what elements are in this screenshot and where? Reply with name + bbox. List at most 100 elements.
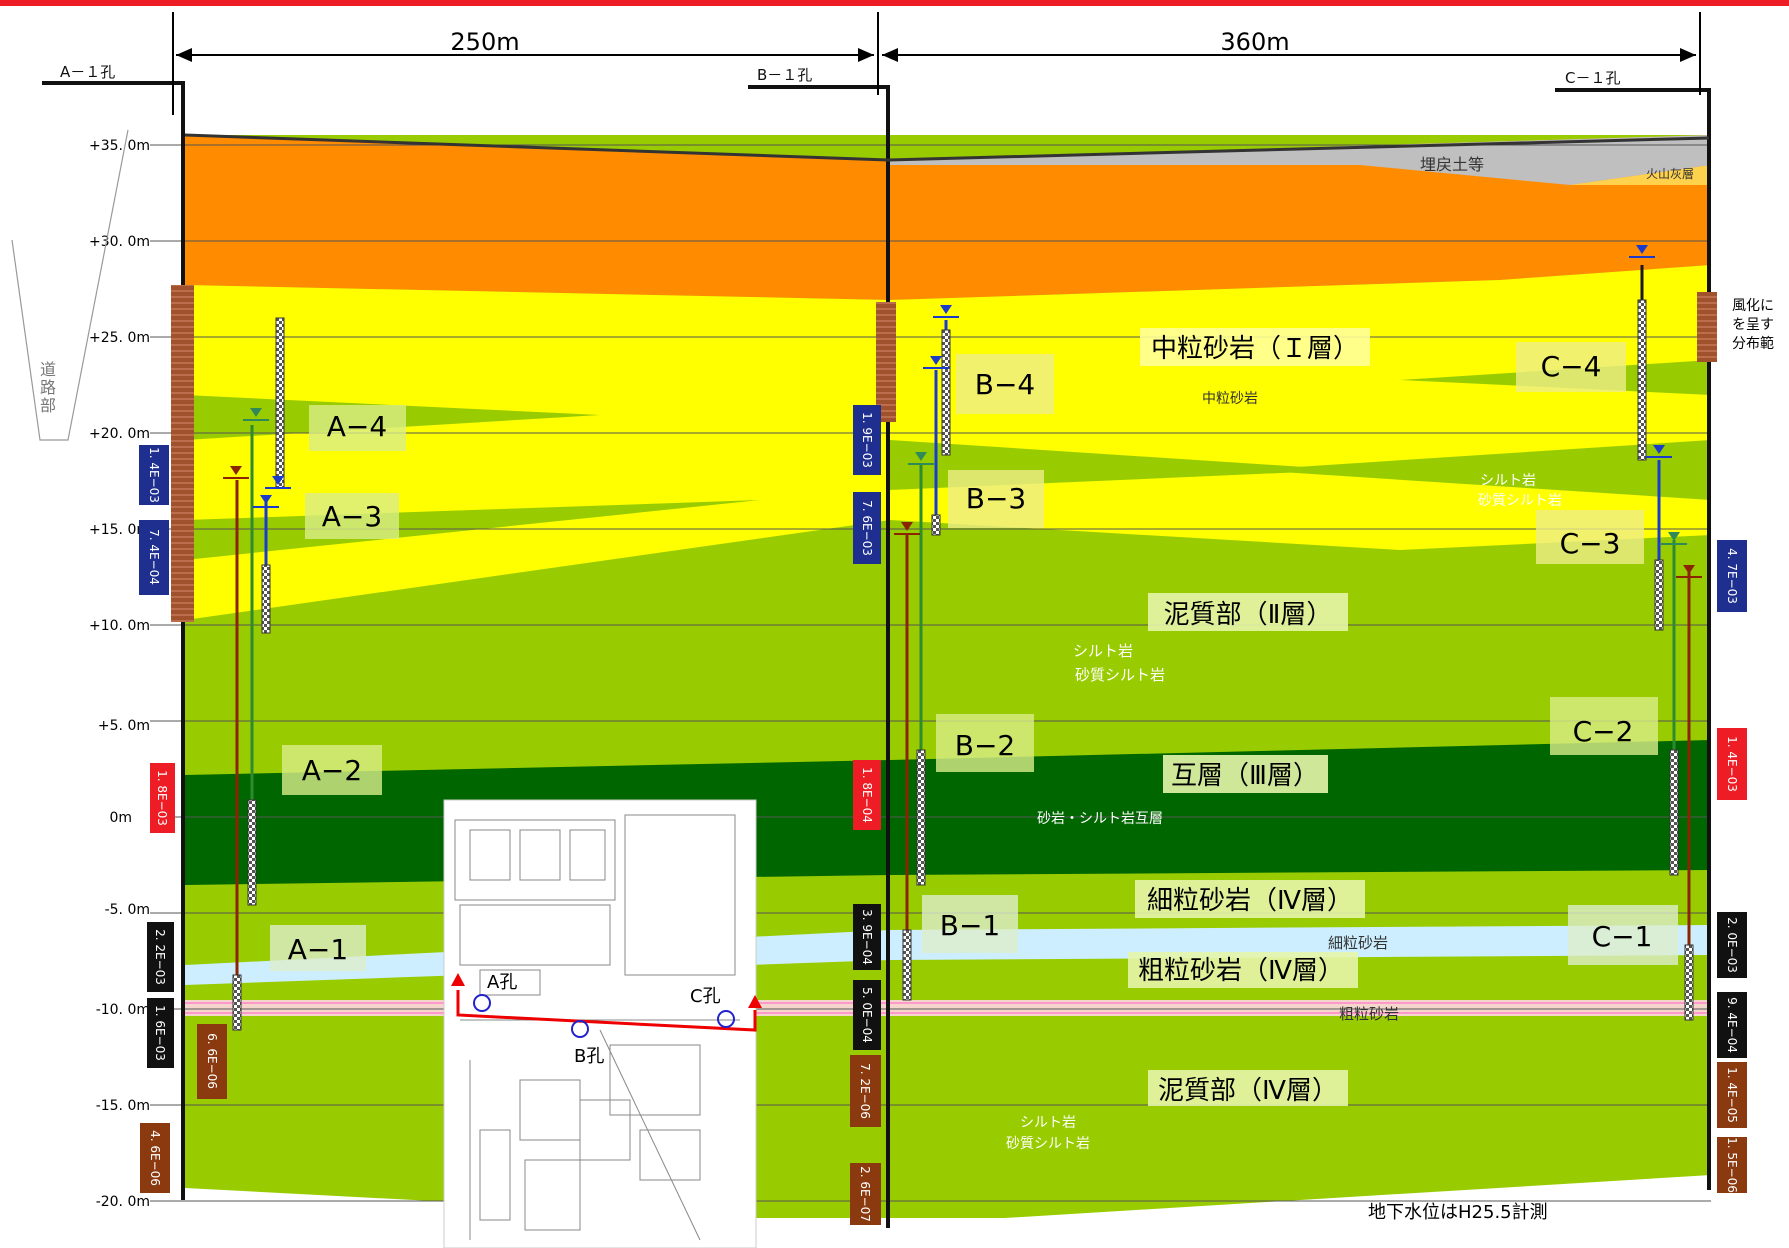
permeability-tag <box>139 520 169 595</box>
layer1-title: 中粒砂岩（Ｉ層） <box>1151 334 1359 364</box>
layer4c-sub-2: 砂質シルト岩 <box>1006 1136 1090 1152</box>
elevation-label: +10. 0m <box>89 618 150 634</box>
water-level-markers <box>223 245 1702 578</box>
top-surface-line <box>887 136 1710 162</box>
borehole-a-label: A－１孔 <box>60 63 115 81</box>
inset-buildings <box>454 814 740 1241</box>
layer2-sub-1: シルト岩 <box>1073 642 1133 660</box>
well-a1-screen <box>232 974 242 1031</box>
arrowhead <box>882 48 898 62</box>
permeability-tag <box>853 904 881 970</box>
strata <box>185 135 1711 1248</box>
borehole-b <box>748 85 890 1228</box>
weathering-bar-b <box>876 302 896 422</box>
permeability-tag <box>1717 728 1747 800</box>
well-label-box <box>1550 697 1658 755</box>
water-level-marker <box>1653 445 1665 454</box>
permeability-tag <box>850 1163 881 1225</box>
permeability-tag <box>1717 992 1747 1058</box>
well-label-b1: B−1 <box>940 909 1000 942</box>
well-label-b2: B−2 <box>955 729 1015 762</box>
permeability-value: 1. 4E−03 <box>147 447 161 503</box>
groundwater-note: 地下水位はH25.5計測 <box>1368 1202 1548 1223</box>
inset-hole-c-label: C孔 <box>690 986 721 1007</box>
well-label-box <box>282 745 382 795</box>
permeability-value: 9. 4E−04 <box>1725 997 1739 1053</box>
layer2-sub-2: 砂質シルト岩 <box>1075 666 1165 684</box>
well-b1-screen <box>902 929 912 1001</box>
volcanic-ash-label: 火山灰層 <box>1646 167 1694 181</box>
borehole-a <box>42 81 185 1200</box>
well-label-box <box>270 925 366 971</box>
permeability-value: 6. 6E−06 <box>205 1033 219 1089</box>
weathering-bar-a <box>171 285 194 622</box>
permeability-value: 7. 2E−06 <box>858 1063 872 1119</box>
well-label-c2: C−2 <box>1573 715 1634 748</box>
top-surface-line <box>184 133 889 162</box>
water-level-marker <box>940 305 952 314</box>
well-label-box <box>948 470 1044 528</box>
well-label-a3: A−3 <box>322 500 382 533</box>
inset-frame <box>443 799 757 1248</box>
layer1-sub: 中粒砂岩 <box>1202 391 1258 407</box>
water-level-marker <box>230 466 242 475</box>
permeability-value: 1. 8E−03 <box>155 770 169 826</box>
road-label-2: 路 <box>40 378 56 397</box>
permeability-value: 7. 6E−03 <box>860 500 874 556</box>
well-a4-screen <box>275 317 285 489</box>
inset-hole-b-label: B孔 <box>574 1046 604 1067</box>
well-c4-screen <box>1637 299 1647 461</box>
layer-title-box <box>1135 880 1365 918</box>
permeability-value: 1. 5E−06 <box>1725 1137 1739 1193</box>
permeability-tag <box>850 1055 881 1127</box>
elevation-label: +20. 0m <box>89 426 150 442</box>
arrowhead <box>1680 48 1696 62</box>
inset-map: A孔 B孔 C孔 <box>443 799 762 1248</box>
inset-hole-a-label: A孔 <box>487 972 517 993</box>
layer4b-sub: 粗粒砂岩 <box>1339 1005 1399 1023</box>
silt-note-1: シルト岩 <box>1480 473 1536 489</box>
permeability-value: 1. 9E−03 <box>860 412 874 468</box>
fill-layer <box>185 135 1711 300</box>
elevation-label: +5. 0m <box>98 718 150 734</box>
permeability-tag <box>139 445 169 505</box>
layer3-sub: 砂岩・シルト岩互層 <box>1037 811 1163 827</box>
gray-fill-layer <box>890 135 1711 185</box>
well-b4-screen <box>941 329 951 456</box>
permeability-tag <box>853 405 881 475</box>
water-level-marker <box>250 408 262 417</box>
well-labels: A−4 A−3 A−2 A−1 B−4 B−3 B−2 B−1 C−4 C−3 … <box>270 342 1678 971</box>
dimension-right-label: 360m <box>1220 28 1289 56</box>
borehole-lines <box>42 81 1711 1228</box>
weathering-note-2: を呈す <box>1732 317 1774 333</box>
well-b3-screen <box>931 514 941 536</box>
permeability-tag <box>147 922 174 992</box>
permeability-value: 3. 9E−04 <box>860 909 874 965</box>
permeability-tag <box>147 998 174 1068</box>
permeability-value: 4. 7E−03 <box>1725 548 1739 604</box>
layer4b-title: 粗粒砂岩（Ⅳ層） <box>1138 956 1344 986</box>
well-label-box <box>922 895 1018 953</box>
elevation-label: -15. 0m <box>96 1098 150 1114</box>
permeability-value: 1. 8E−04 <box>860 767 874 823</box>
permeability-value: 1. 6E−03 <box>153 1005 167 1061</box>
permeability-tag <box>150 763 175 833</box>
well-label-a1: A−1 <box>288 933 348 966</box>
road-label-1: 道 <box>40 360 56 379</box>
section-arrow <box>748 995 762 1008</box>
dimension-lines <box>172 12 1701 115</box>
well-c3-screen <box>1654 559 1664 631</box>
elevation-label: +25. 0m <box>89 330 150 346</box>
well-label-box <box>956 354 1054 414</box>
permeability-tag <box>1717 1137 1747 1193</box>
well-a3-screen <box>261 564 271 634</box>
inset-hole-c <box>717 1010 735 1028</box>
well-label-a2: A−2 <box>302 754 362 787</box>
weathering-note-3: 分布範 <box>1732 335 1774 352</box>
dimension-left-label: 250m <box>450 28 519 56</box>
permeability-tag <box>853 980 881 1050</box>
layer-title-box <box>1128 952 1358 988</box>
layer4c-title: 泥質部（Ⅳ層） <box>1158 1076 1338 1106</box>
well-c1-screen <box>1684 944 1694 1021</box>
water-level-marker <box>930 356 942 365</box>
